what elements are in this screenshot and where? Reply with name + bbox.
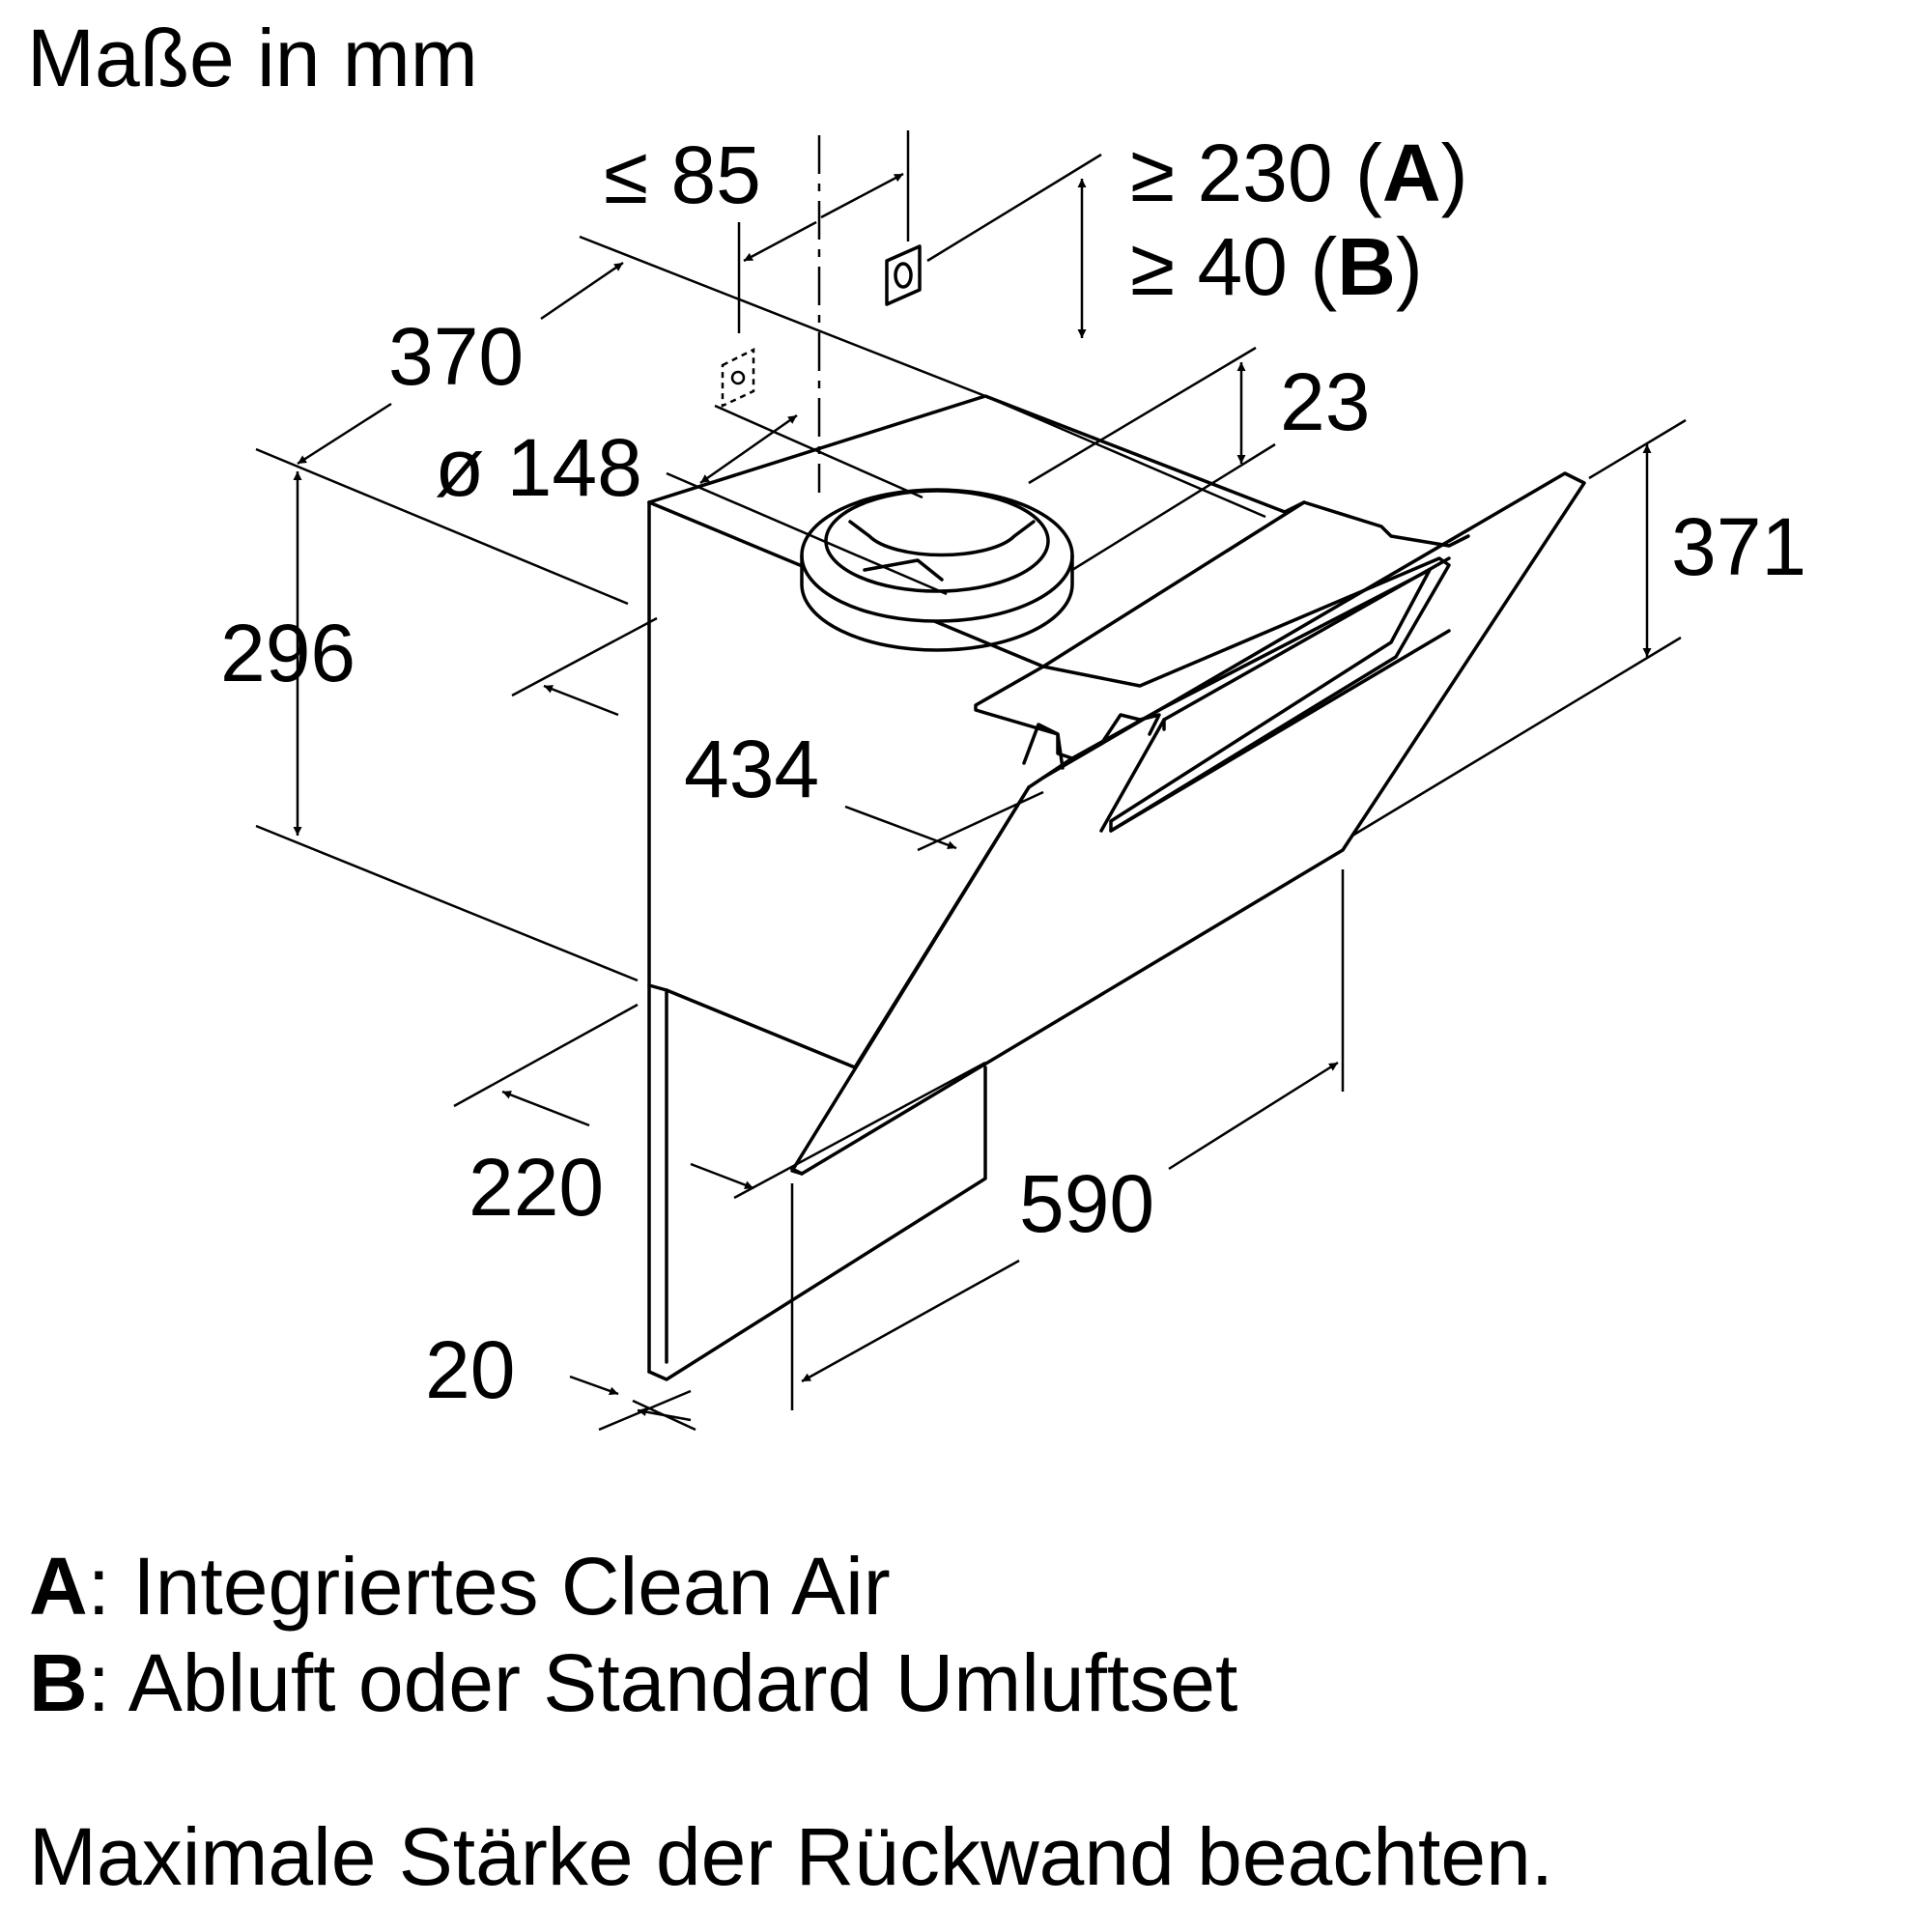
footer-note: Maximale Stärke der Rückwand beachten. [29,1811,1554,1902]
dim-clearance-b-close: ) [1396,221,1423,312]
dim-clearance-a: ≥ 230 (A) [1130,128,1468,218]
legend-letter-a: A [29,1541,88,1632]
legend-letter-b: B [29,1637,88,1728]
dim-clearance-a-close: ) [1441,128,1468,218]
diagram-title: Maße in mm [27,13,478,103]
legend-text-b: : Abluft oder Standard Umluftset [87,1637,1238,1728]
legend-text-a: : Integriertes Clean Air [87,1541,891,1632]
dim-clearance-b-letter: B [1337,221,1396,312]
dim-depth-bottom: 220 [469,1142,604,1233]
dim-clearance-a-value: ≥ 230 ( [1130,128,1382,218]
dim-hood-height-front: 371 [1671,501,1806,592]
dim-height-body: 296 [220,608,355,698]
dim-clearance-a-letter: A [1382,128,1441,218]
dim-depth-top: 370 [388,311,524,402]
legend-item-a: A: Integriertes Clean Air [29,1546,891,1627]
dim-clearance-b: ≥ 40 (B) [1130,221,1423,312]
dim-width: 590 [1019,1158,1154,1249]
dim-duct-diameter: ø 148 [435,422,642,513]
legend-item-b: B: Abluft oder Standard Umluftset [29,1642,1237,1723]
dim-max-offset: ≤ 85 [604,129,761,220]
duct-collar [800,488,1074,652]
dimension-arrows [293,172,1652,1422]
dim-collar-height: 23 [1280,356,1370,447]
wall-plug-dashed-icon [721,347,755,408]
dim-wall-thickness: 20 [425,1324,515,1415]
dim-clearance-b-value: ≥ 40 ( [1130,221,1337,312]
wall-plug-icon [885,244,922,306]
dim-depth-body: 434 [684,724,819,814]
